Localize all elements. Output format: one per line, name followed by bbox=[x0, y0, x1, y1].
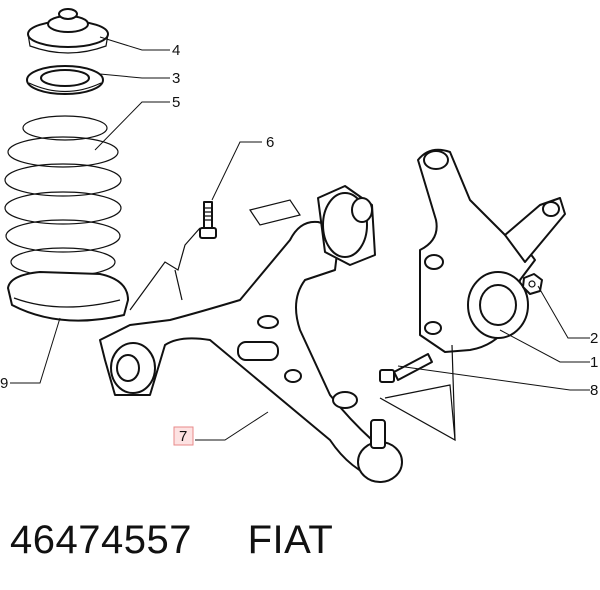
lower-control-arm bbox=[99, 185, 403, 483]
brand-name: FIAT bbox=[247, 518, 334, 562]
bolt-6 bbox=[199, 201, 217, 239]
assembly-guide-lines bbox=[129, 199, 456, 442]
nut-2 bbox=[522, 273, 543, 295]
callout-label-6: 6 bbox=[266, 134, 274, 151]
steering-knuckle bbox=[417, 148, 566, 353]
lower-spring-seat bbox=[7, 271, 129, 322]
callout-7-highlight bbox=[173, 426, 194, 446]
callout-label-3: 3 bbox=[172, 70, 180, 87]
callout-label-2: 2 bbox=[590, 330, 598, 347]
callout-label-8: 8 bbox=[590, 382, 598, 399]
leader-lines bbox=[10, 36, 590, 441]
part-number: 46474557 bbox=[10, 518, 192, 562]
callout-label-9: 9 bbox=[0, 375, 8, 392]
callout-label-5: 5 bbox=[172, 94, 180, 111]
coil-spring bbox=[4, 115, 122, 277]
spring-seat-ring bbox=[26, 65, 104, 95]
bolt-8 bbox=[379, 353, 433, 383]
callout-label-7: 7 bbox=[179, 428, 187, 445]
part-caption: 46474557 FIAT bbox=[10, 518, 333, 563]
strut-top-mount bbox=[27, 8, 109, 54]
callout-label-4: 4 bbox=[172, 42, 180, 59]
callout-label-1: 1 bbox=[590, 354, 598, 371]
